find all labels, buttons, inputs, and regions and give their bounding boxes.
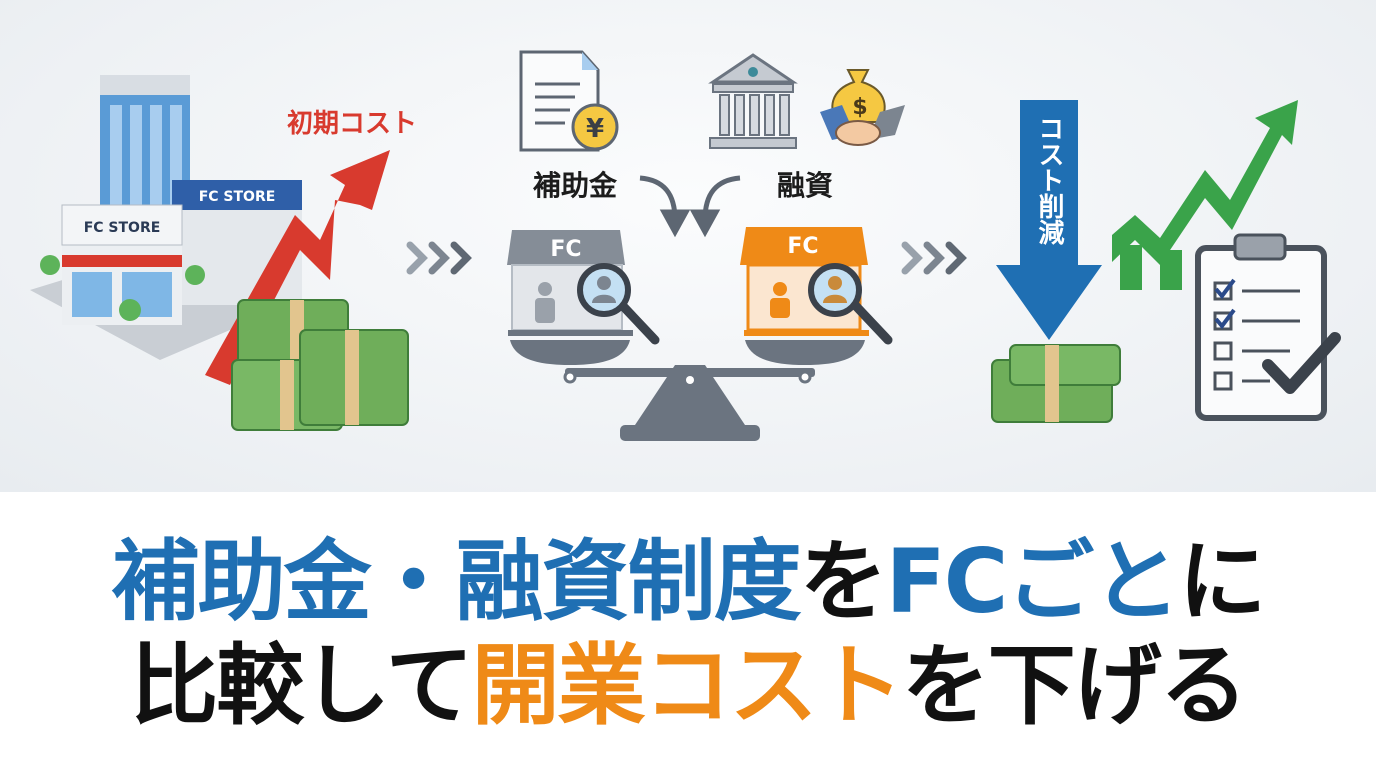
balance-scale-icon	[510, 340, 865, 441]
fc-left-label: FC	[550, 237, 581, 262]
money-stacks-icon	[231, 299, 409, 431]
money-stack-small-icon	[991, 344, 1121, 423]
cost-down-arrow-icon	[996, 100, 1102, 340]
checklist-clipboard-icon	[1195, 233, 1341, 421]
headline-segment: を	[799, 530, 888, 633]
initial-cost-label: 初期コスト	[287, 109, 417, 139]
loan-label: 融資	[777, 169, 833, 202]
store-buildings-icon: FC STORE FC STORE	[30, 75, 302, 360]
headline-segment: を下げる	[901, 634, 1248, 737]
chevrons-right-icon-2	[901, 241, 967, 275]
headline-segment: 比較して	[130, 634, 473, 737]
yen-symbol: ¥	[586, 114, 604, 144]
dollar-symbol: $	[852, 95, 867, 120]
cost-reduction-label: コスト削減	[1034, 115, 1064, 246]
chevrons-right-icon	[406, 241, 472, 275]
subsidy-document-icon: ¥	[519, 50, 619, 152]
curved-arrows-icon	[639, 175, 741, 238]
headline-line-2: 比較して開業コストを下げる	[0, 642, 1376, 730]
headline-segment: に	[1178, 530, 1266, 633]
illustration: FC STORE FC STORE 初期コスト ¥ 補助金	[0, 0, 1376, 492]
store-sign-front: FC STORE	[84, 220, 161, 236]
store-sign-back: FC STORE	[199, 189, 276, 205]
headline-segment: 開業コスト	[471, 634, 904, 737]
headline-line-1: 補助金・融資制度をFCごとに	[0, 538, 1376, 626]
money-bag-handshake-icon: $	[820, 69, 905, 146]
headline-segment: FCごと	[885, 530, 1181, 633]
magnifier-left-icon	[577, 263, 660, 345]
magnifier-right-icon	[808, 263, 893, 345]
bank-icon	[708, 53, 798, 149]
subsidy-label: 補助金	[532, 169, 618, 202]
fc-right-label: FC	[787, 234, 818, 259]
growth-chart-arrow-icon	[1112, 100, 1298, 290]
headline-segment: 補助金・融資制度	[111, 530, 802, 633]
